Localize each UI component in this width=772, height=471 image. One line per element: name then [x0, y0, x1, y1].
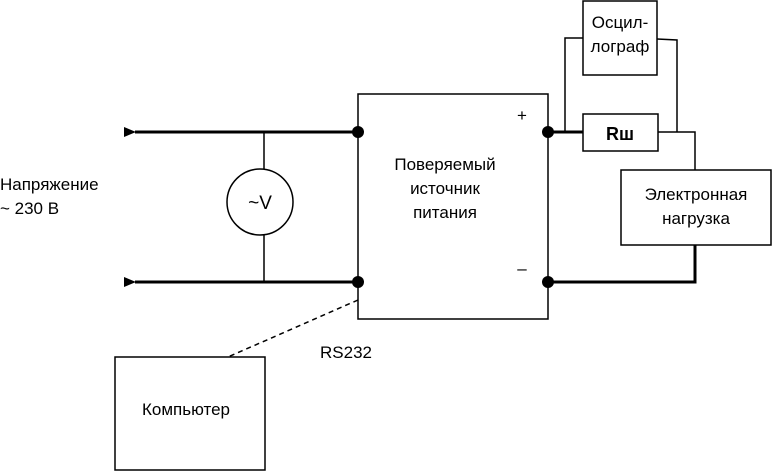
load-label-1: Электронная: [645, 185, 748, 204]
psu-label-3: питания: [413, 203, 477, 222]
mains-label-2: ~ 230 В: [0, 199, 59, 218]
psu-box: [357, 93, 549, 320]
shunt-label: Rш: [606, 124, 634, 144]
oscilloscope-label-1: Осцил-: [592, 13, 649, 32]
terminal-dot: [352, 126, 364, 138]
rs232-link: [227, 299, 359, 358]
shunt-box: [582, 113, 659, 152]
voltmeter-label: ~V: [248, 193, 272, 214]
osc-wire-right: [656, 38, 678, 132]
terminal-dot: [352, 276, 364, 288]
output-minus-wire: [548, 245, 697, 284]
terminal-dot: [542, 276, 554, 288]
terminal-dot: [542, 126, 554, 138]
shunt-load-wire: [658, 131, 696, 170]
oscilloscope-box: [582, 0, 658, 76]
electronic-load-box: [620, 169, 772, 246]
computer-label: Компьютер: [142, 400, 230, 419]
mains-label-1: Напряжение: [0, 175, 99, 194]
plus-label: +: [517, 106, 527, 125]
psu-label-1: Поверяемый: [394, 155, 495, 174]
minus-label: –: [517, 259, 527, 278]
psu-label-2: источник: [410, 179, 480, 198]
load-label-2: нагрузка: [662, 209, 730, 228]
rs232-label: RS232: [320, 343, 372, 362]
computer-box: [114, 356, 266, 471]
oscilloscope-label-2: лограф: [591, 37, 650, 56]
voltmeter: [226, 168, 294, 236]
osc-wire-left: [564, 37, 583, 132]
